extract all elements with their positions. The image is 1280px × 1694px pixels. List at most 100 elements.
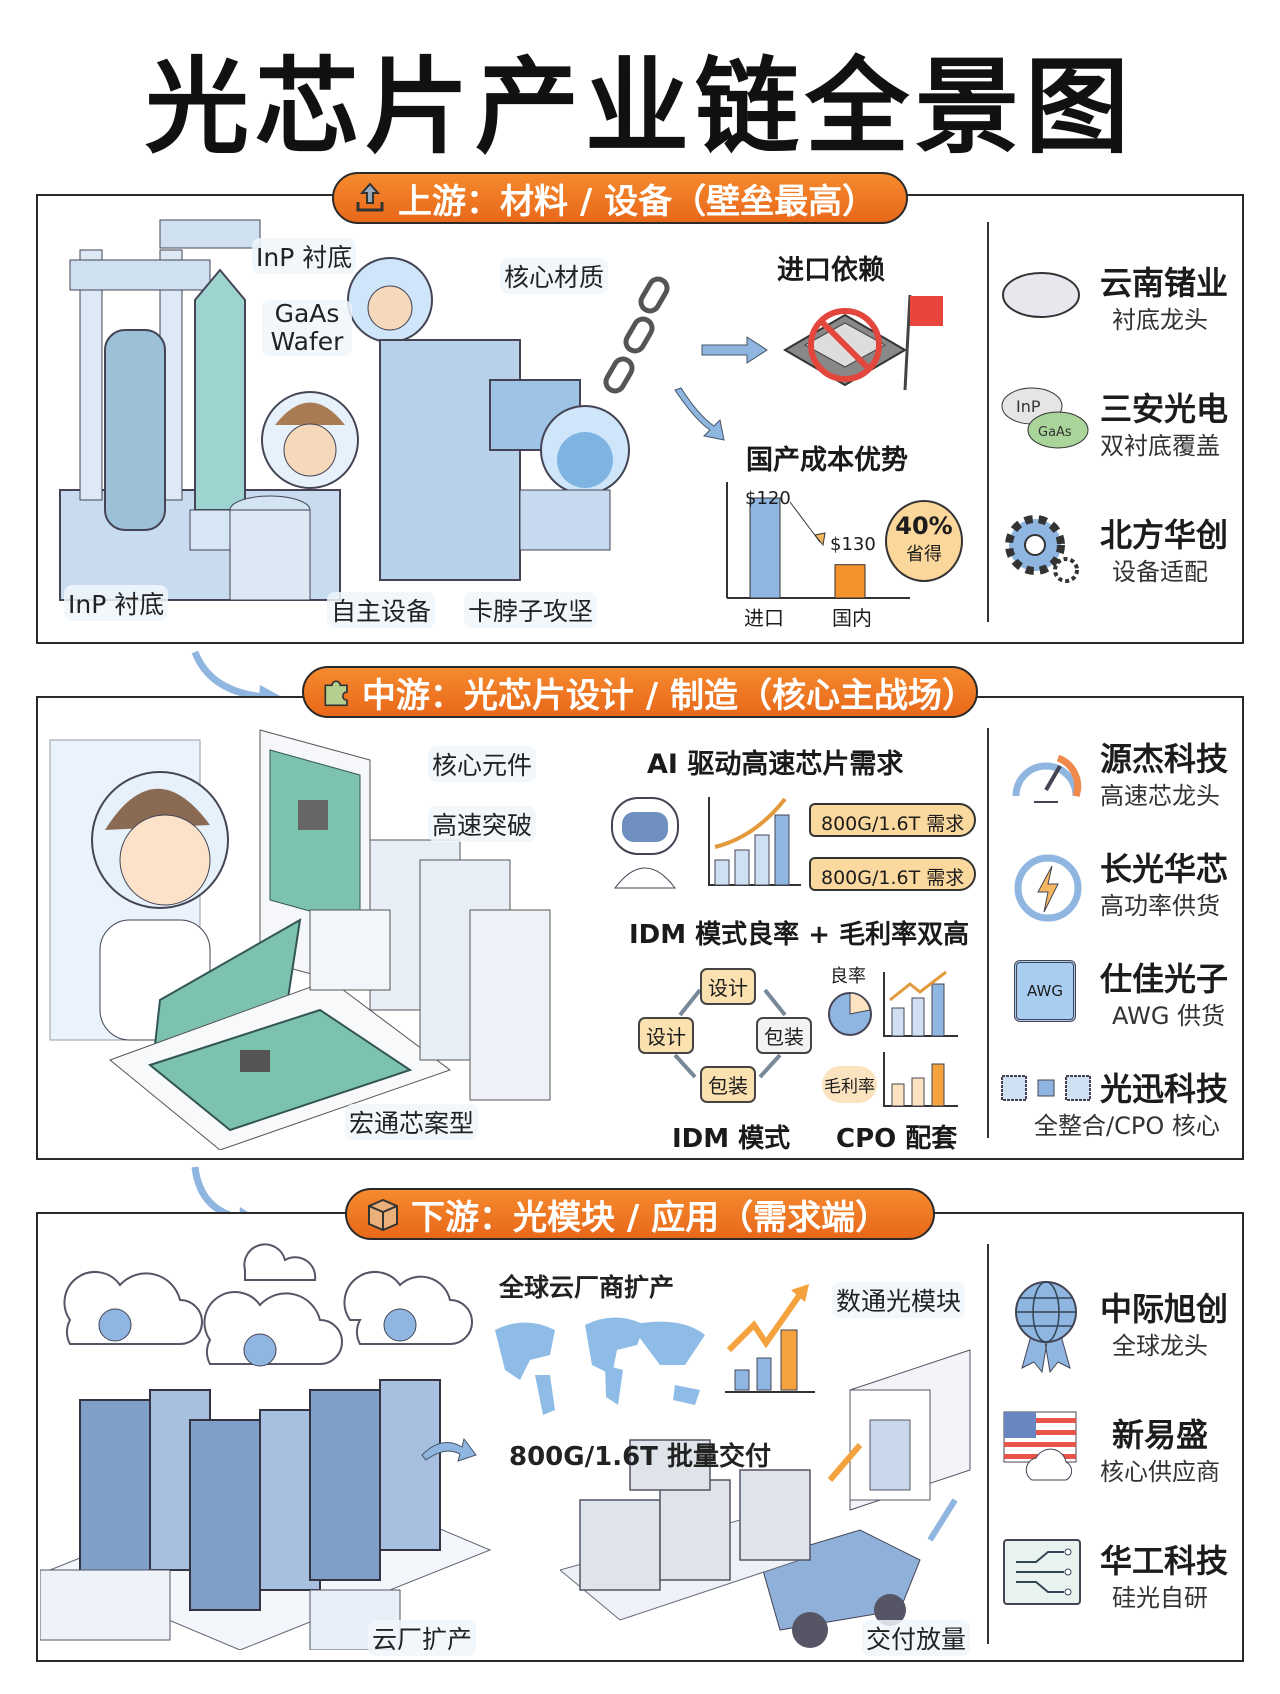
- banned-chip-icon: [783, 294, 943, 391]
- pie-icon: [828, 992, 872, 1036]
- upstream-header: 上游：材料 / 设备（壁垒最高）: [332, 172, 908, 224]
- label-idm-title: IDM 模式良率 + 毛利率双高: [629, 920, 970, 950]
- page-title: 光芯片产业链全景图: [144, 46, 1135, 168]
- label-cloud-expand: 云厂扩产: [368, 1620, 477, 1656]
- label-bulk-delivery: 800G/1.6T 批量交付: [509, 1442, 771, 1472]
- speedometer-icon: [1012, 754, 1082, 803]
- label-idm-mode: IDM 模式: [672, 1124, 791, 1154]
- datacenter-illustration: [40, 1243, 492, 1650]
- robot-icon: [611, 797, 679, 889]
- svg-text:GaAs: GaAs: [1038, 425, 1072, 440]
- downstream-header: 下游：光模块 / 应用（需求端）: [345, 1188, 935, 1240]
- upload-icon: [356, 182, 384, 212]
- cycle-step-top: 设计: [700, 968, 756, 1005]
- saving-pct: 40%: [895, 512, 953, 540]
- company-name: 长光华芯: [1100, 850, 1229, 888]
- company-innolight: 中际旭创 全球龙头: [1000, 1281, 1250, 1374]
- company-desc: 全整合/CPO 核心: [1034, 1112, 1220, 1140]
- upstream-divider: [987, 222, 989, 622]
- label-datacom: 数通光模块: [832, 1282, 966, 1318]
- midstream-header: 中游：光芯片设计 / 制造（核心主战场）: [302, 666, 978, 718]
- downstream-header-text: 下游：光模块 / 应用（需求端）: [411, 1197, 890, 1238]
- flag-cloud-icon: [1003, 1411, 1077, 1481]
- demand-tag-2: 800G/1.6T 需求: [809, 857, 977, 891]
- company-desc: 衬底龙头: [1112, 306, 1208, 334]
- cycle-step-bottom: 包装: [700, 1066, 756, 1103]
- company-desc: 核心供应商: [1100, 1458, 1220, 1486]
- label-cost-advantage: 国产成本优势: [746, 445, 908, 476]
- label-own-equipment: 自主设备: [327, 592, 436, 628]
- label-core-material: 核心材质: [500, 258, 609, 294]
- chip-design-illustration: [49, 729, 551, 1150]
- cost-chart: [726, 482, 910, 599]
- company-name: 北方华创: [1100, 516, 1229, 554]
- company-desc: 硅光自研: [1112, 1584, 1208, 1612]
- label-inp-bottom: InP 衬底: [64, 585, 169, 621]
- company-name: 华工科技: [1100, 1542, 1229, 1580]
- price-import: $120: [745, 488, 791, 509]
- midstream-divider: [987, 728, 989, 1138]
- label-cpo: CPO 配套: [836, 1124, 958, 1154]
- bar-import: [749, 497, 781, 599]
- company-yunnan-germanium: 云南锗业 衬底龙头: [1000, 258, 1250, 338]
- label-case: 宏通芯案型: [345, 1104, 479, 1140]
- label-ai-demand: AI 驱动高速芯片需求: [647, 749, 904, 780]
- power-icon: [1014, 854, 1082, 922]
- company-naura: 北方华创 设备适配: [1000, 510, 1250, 590]
- company-name: 光迅科技: [1100, 1070, 1229, 1108]
- label-delivery: 交付放量: [862, 1620, 971, 1656]
- truck-illustration: [560, 1349, 971, 1648]
- company-name: 源杰科技: [1100, 740, 1229, 778]
- saving-bubble: 40% 省得: [885, 500, 963, 582]
- growth-chart-icon: [725, 1284, 815, 1393]
- company-desc: 设备适配: [1112, 558, 1208, 586]
- cycle-step-right: 包装: [756, 1017, 812, 1054]
- company-accelink: 光迅科技 全整合/CPO 核心: [1000, 1064, 1250, 1144]
- label-gaas-wafer: GaAs Wafer: [262, 300, 352, 356]
- label-high-speed: 高速突破: [428, 806, 537, 842]
- upstream-header-text: 上游：材料 / 设备（壁垒最高）: [398, 181, 877, 222]
- wafer-icon: [1002, 272, 1080, 318]
- company-desc: 高速芯龙头: [1100, 782, 1220, 810]
- company-yuanjie: 源杰科技 高速芯龙头: [1000, 734, 1250, 814]
- box-icon: [368, 1198, 398, 1232]
- gear-icon: [1005, 515, 1079, 583]
- label-import-dependence: 进口依赖: [777, 255, 885, 286]
- price-domestic: $130: [830, 534, 876, 555]
- growth-bar-chart-icon: [708, 797, 801, 886]
- saving-text: 省得: [906, 544, 942, 565]
- label-inp-top: InP 衬底: [252, 238, 357, 274]
- downstream-divider: [987, 1244, 989, 1644]
- company-name: 三安光电: [1100, 390, 1229, 428]
- label-import: 进口: [744, 606, 784, 630]
- company-desc: 全球龙头: [1112, 1332, 1208, 1360]
- company-changguang: 长光华芯 高功率供货: [1000, 844, 1250, 924]
- yield-bars-icon: [883, 970, 958, 1037]
- silicon-photonics-icon: [1003, 1539, 1081, 1605]
- arrow-right-icon: [421, 1437, 477, 1462]
- company-name: 云南锗业: [1100, 264, 1229, 302]
- cycle-arrows-icon: [673, 988, 787, 1079]
- company-name: 仕佳光子: [1100, 960, 1229, 998]
- company-shijia: AWG 仕佳光子 AWG 供货: [1000, 954, 1250, 1034]
- midstream-header-text: 中游：光芯片设计 / 制造（核心主战场）: [361, 675, 976, 716]
- broken-chain-icon: [603, 276, 670, 394]
- label-yield: 良率: [830, 966, 866, 987]
- margin-bars-icon: [883, 1052, 958, 1107]
- bar-domestic: [834, 564, 866, 599]
- world-map-icon: [495, 1317, 705, 1415]
- chip-chain-icon: [1001, 1075, 1091, 1101]
- company-desc: AWG 供货: [1112, 1002, 1226, 1030]
- label-domestic: 国内: [832, 606, 872, 630]
- company-desc: 双衬底覆盖: [1100, 432, 1220, 460]
- label-core-component: 核心元件: [428, 746, 537, 782]
- arrow-icon: [701, 336, 768, 364]
- globe-ribbon-icon: [1015, 1281, 1077, 1374]
- cycle-step-left: 设计: [638, 1017, 694, 1054]
- awg-chip-icon: AWG: [1014, 960, 1076, 1022]
- crystal-growth-illustration: [59, 219, 630, 601]
- company-hgtech: 华工科技 硅光自研: [1000, 1536, 1250, 1616]
- arrow-down-icon: [674, 387, 725, 441]
